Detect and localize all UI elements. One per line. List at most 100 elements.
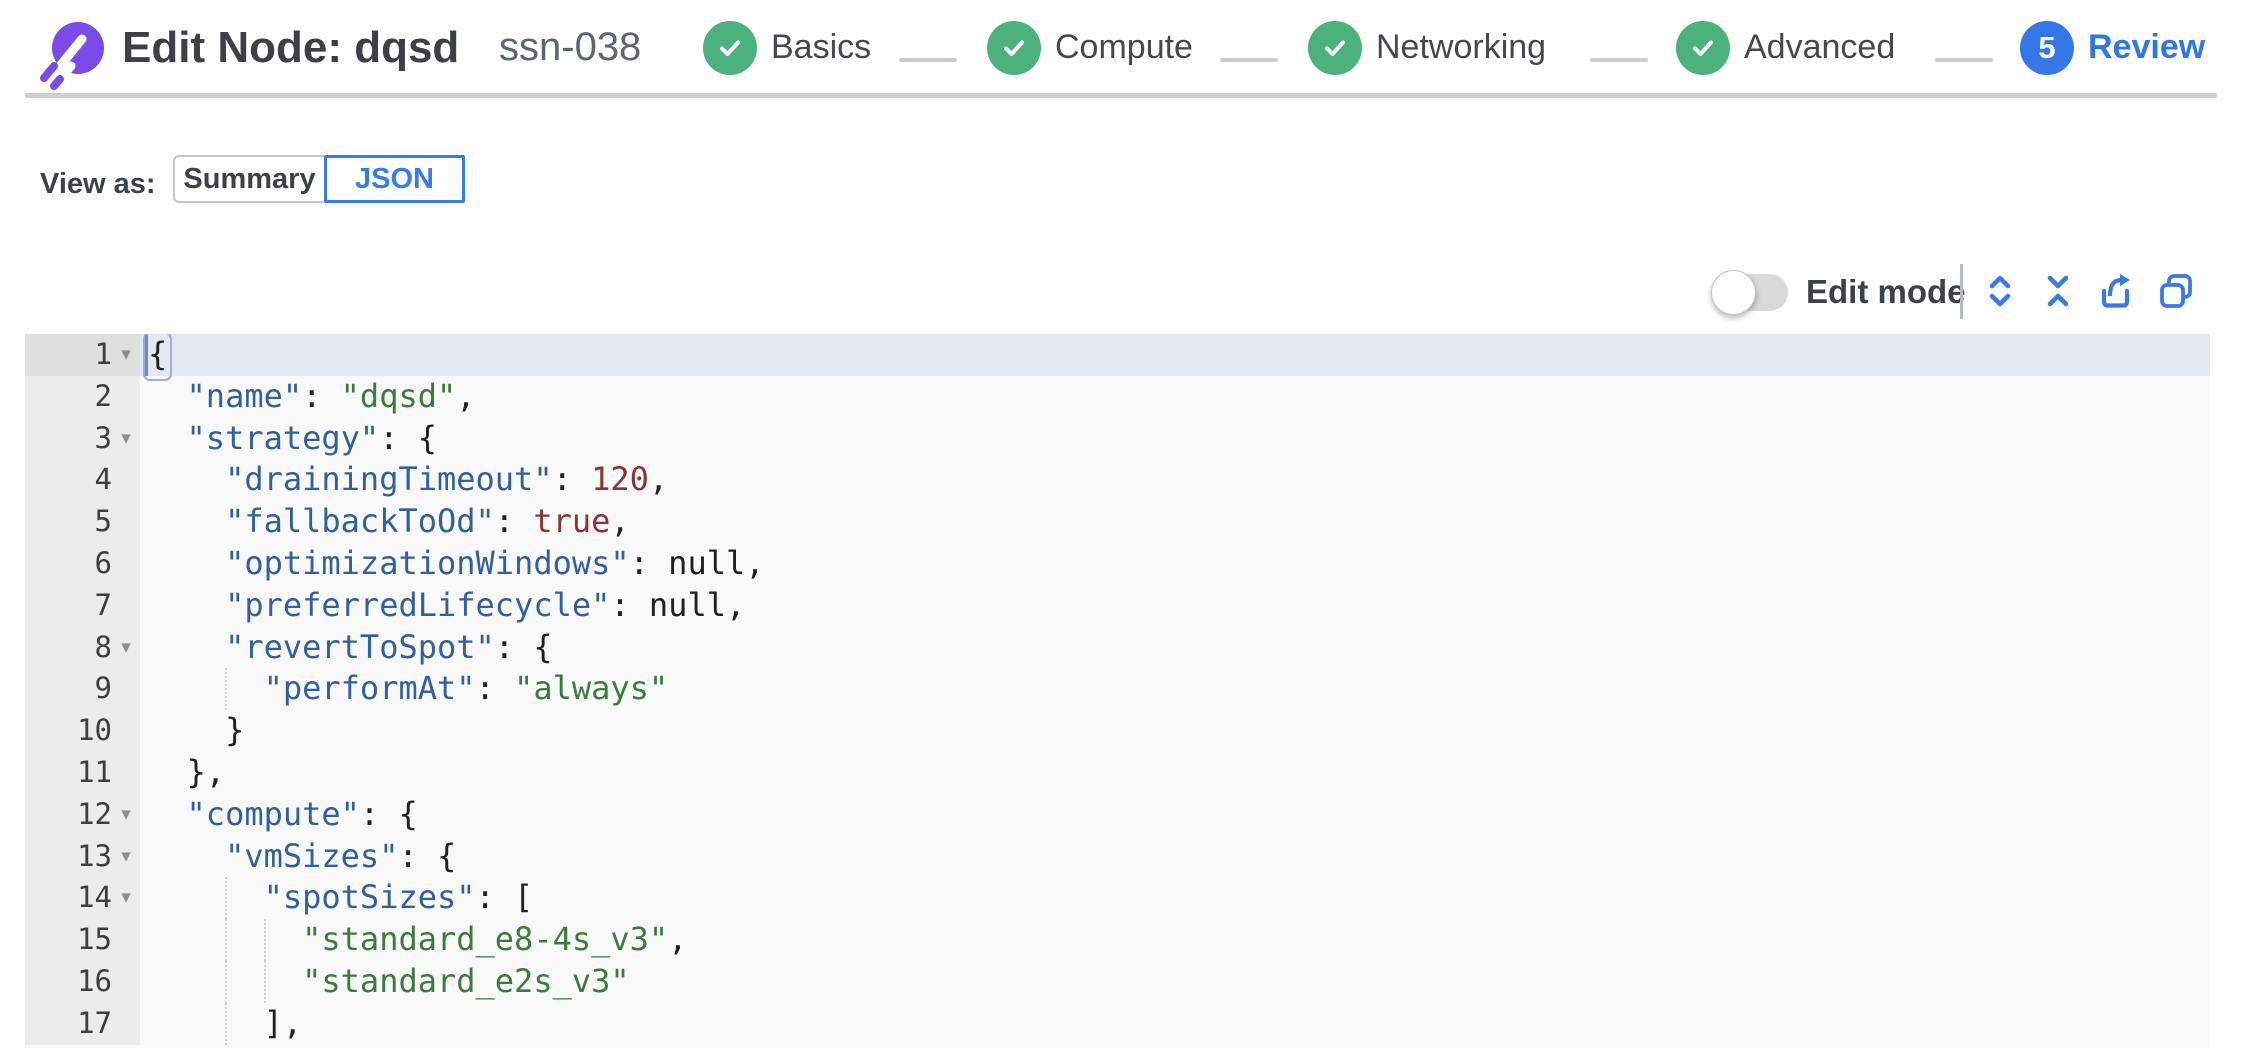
line-number: 14▾ [25,877,140,920]
code-line[interactable]: "fallbackToOd": true, [225,502,630,541]
line-number: 16 [25,960,140,1003]
step-connector [899,58,957,62]
code-line[interactable]: "vmSizes": { [225,836,457,875]
text-cursor [145,335,148,376]
view-as-segmented-control: Summary JSON [173,155,465,203]
line-number: 12▾ [25,793,140,836]
editor-row: 5 "fallbackToOd": true, [25,501,2210,543]
indent-guide [263,919,266,961]
node-id: ssn-038 [499,25,642,69]
step-networking[interactable]: Networking [1308,0,1546,95]
json-code-editor[interactable]: 1▾{2 "name": "dqsd",3▾ "strategy": {4 "d… [25,334,2210,1048]
step-complete-icon [987,20,1041,75]
step-label: Compute [1055,28,1193,66]
step-complete-icon [1308,20,1362,75]
code-line[interactable]: "spotSizes": [ [140,877,2210,920]
line-number: 17 [25,1002,140,1045]
export-button[interactable] [2096,265,2136,317]
fold-toggle-icon[interactable]: ▾ [121,844,131,867]
editor-row: 8▾ "revertToSpot": { [25,626,2210,669]
line-number: 3▾ [25,417,140,460]
indent-guide [225,1002,228,1045]
copy-button[interactable] [2156,265,2196,317]
line-number: 11 [25,751,140,794]
code-line[interactable]: "revertToSpot": { [225,627,553,666]
export-icon [2101,274,2130,308]
code-line[interactable]: "preferredLifecycle": null, [225,585,746,624]
wizard-header: Edit Node: dqsd ssn-038 Basics Compute N… [0,0,2250,98]
code-line[interactable]: "name": "dqsd", [186,376,476,415]
editor-row: 16 "standard_e2s_v3" [25,960,2210,1003]
step-review[interactable]: 5 Review [2020,0,2205,95]
edit-mode-toggle[interactable] [1711,270,1788,315]
step-number-badge: 5 [2020,20,2074,75]
step-label: Review [2088,28,2206,66]
indent-guide [225,919,228,961]
step-label: Advanced [1744,28,1896,66]
indent-guide [263,960,266,1003]
step-connector [1935,58,1993,62]
indent-guide [225,960,228,1003]
fold-toggle-icon[interactable]: ▾ [121,886,131,909]
step-label: Basics [771,28,872,66]
line-number: 2 [25,375,140,418]
code-line[interactable]: "optimizationWindows": null, [225,543,765,582]
code-line[interactable]: "standard_e2s_v3" [140,960,2210,1003]
code-line[interactable]: "standard_e8-4s_v3", [140,919,2210,961]
code-line[interactable]: "performAt": "always" [140,668,2210,711]
line-number: 1▾ [25,334,140,376]
step-connector [1220,58,1278,62]
code-line[interactable]: "compute": { [186,794,418,833]
toggle-knob [1711,270,1756,315]
editor-row: 9 "performAt": "always" [25,668,2210,711]
editor-row: 10 } [25,710,2210,752]
editor-row: 15 "standard_e8-4s_v3", [25,919,2210,961]
indent-guide [225,877,228,920]
editor-row: 2 "name": "dqsd", [25,375,2210,418]
step-complete-icon [703,20,757,75]
code-line[interactable]: "strategy": { [186,418,437,457]
step-complete-icon [1676,20,1730,75]
editor-row: 12▾ "compute": { [25,793,2210,836]
collapse-all-button[interactable] [2038,265,2078,317]
code-line[interactable]: { [140,334,2210,381]
code-line[interactable]: "drainingTimeout": 120, [225,460,669,499]
toolbar-divider [1960,264,1963,319]
line-number: 7 [25,584,140,627]
code-line[interactable]: } [225,711,245,750]
line-number: 15 [25,919,140,961]
line-number: 4 [25,459,140,502]
fold-toggle-icon[interactable]: ▾ [121,802,131,825]
fold-toggle-icon[interactable]: ▾ [121,343,131,365]
step-label: Networking [1376,28,1547,66]
json-button[interactable]: JSON [324,155,465,203]
code-line[interactable]: }, [186,752,226,791]
fold-toggle-icon[interactable]: ▾ [121,635,131,658]
line-number: 9 [25,668,140,711]
editor-row: 6 "optimizationWindows": null, [25,542,2210,585]
edit-mode-label: Edit mode [1806,273,1966,310]
collapse-all-icon [2047,275,2069,307]
code-line[interactable]: ], [140,1002,2210,1045]
step-advanced[interactable]: Advanced [1676,0,1895,95]
expand-all-button[interactable] [1980,265,2020,317]
line-number: 8▾ [25,626,140,669]
line-number: 5 [25,501,140,543]
view-as-label: View as: [40,168,156,200]
editor-row: 17 ], [25,1002,2210,1045]
line-number: 13▾ [25,835,140,878]
editor-row: 11 }, [25,751,2210,794]
matching-bracket-highlight [143,334,172,381]
header-divider [25,93,2217,98]
editor-row: 4 "drainingTimeout": 120, [25,459,2210,502]
step-basics[interactable]: Basics [703,0,871,95]
editor-row: 1▾{ [25,334,2210,381]
copy-icon [2160,274,2192,308]
editor-row: 14▾ "spotSizes": [ [25,877,2210,920]
expand-all-icon [1989,275,2011,307]
page-title: Edit Node: dqsd [122,23,460,72]
fold-toggle-icon[interactable]: ▾ [121,426,131,449]
step-compute[interactable]: Compute [987,0,1193,95]
summary-button[interactable]: Summary [173,155,324,203]
step-connector [1590,58,1648,62]
